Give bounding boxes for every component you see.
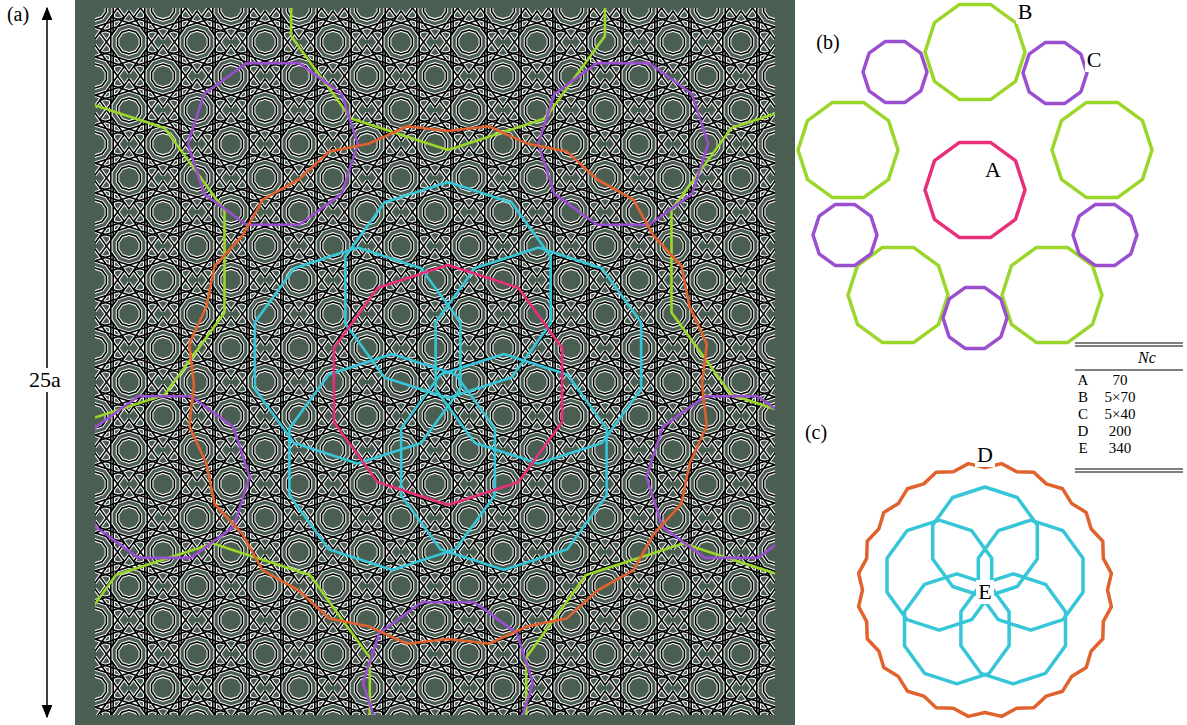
table-cell: 5×70 — [1103, 389, 1138, 406]
node-letter: E — [976, 580, 993, 604]
dimension-label: 25a — [27, 368, 63, 392]
decagon-a-outline — [920, 135, 1030, 245]
panel-label: (b) — [814, 31, 841, 53]
table-rules — [1075, 343, 1183, 472]
panel-label: (a) — [5, 3, 31, 25]
table-header: Nc — [1136, 349, 1158, 367]
table-cell: 340 — [1107, 440, 1134, 457]
table-cell: 5×40 — [1103, 406, 1138, 423]
decagon-b-outline — [920, 0, 1030, 104]
tiling-ground — [95, 8, 775, 715]
table-cell: E — [1076, 440, 1089, 457]
decagon-a: A — [920, 135, 1030, 245]
decagon-c: C — [1020, 38, 1090, 108]
table-cell: B — [1076, 389, 1090, 406]
decagon-c-outline — [1020, 38, 1090, 108]
table-cell: A — [1076, 372, 1091, 389]
dimension-arrow — [46, 8, 48, 717]
node-letter: A — [983, 158, 1003, 182]
table-cell: 200 — [1107, 423, 1134, 440]
table-cell: C — [1076, 406, 1090, 423]
decagon-b: B — [920, 0, 1030, 104]
panel-label: (c) — [803, 421, 829, 443]
panel-frame — [75, 0, 795, 725]
table-cell: 70 — [1111, 372, 1130, 389]
rosette-e: E — [875, 480, 1095, 700]
ring-d: DE — [855, 460, 1115, 720]
node-letter: C — [1085, 48, 1104, 72]
node-letter: B — [1016, 0, 1035, 24]
node-letter: D — [975, 443, 995, 467]
girih-tiling — [95, 8, 775, 715]
table-cell: D — [1076, 423, 1091, 440]
